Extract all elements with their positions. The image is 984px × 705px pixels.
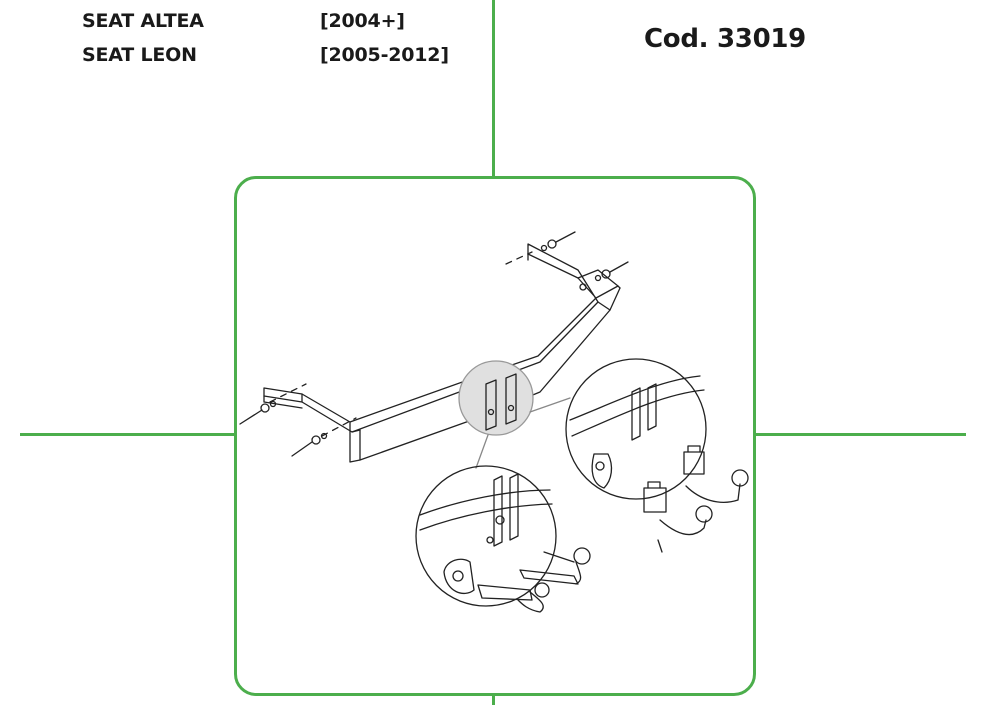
vehicle-model-leon: SEAT LEON — [82, 44, 197, 66]
guide-line-right — [750, 433, 966, 436]
detail-circle-left — [415, 465, 591, 613]
guide-line-top — [492, 0, 495, 178]
detail-circle-right — [565, 358, 749, 553]
alignment-lines — [269, 251, 533, 437]
guide-line-bottom — [492, 688, 495, 705]
center-bracket — [458, 360, 534, 436]
vehicle-model-altea: SEAT ALTEA — [82, 10, 204, 32]
guide-line-left — [20, 433, 236, 436]
product-code: Cod. 33019 — [644, 24, 806, 54]
vehicle-years-altea: [2004+] — [320, 10, 405, 32]
vehicle-years-leon: [2005-2012] — [320, 44, 449, 66]
mounting-bolts — [239, 231, 629, 457]
